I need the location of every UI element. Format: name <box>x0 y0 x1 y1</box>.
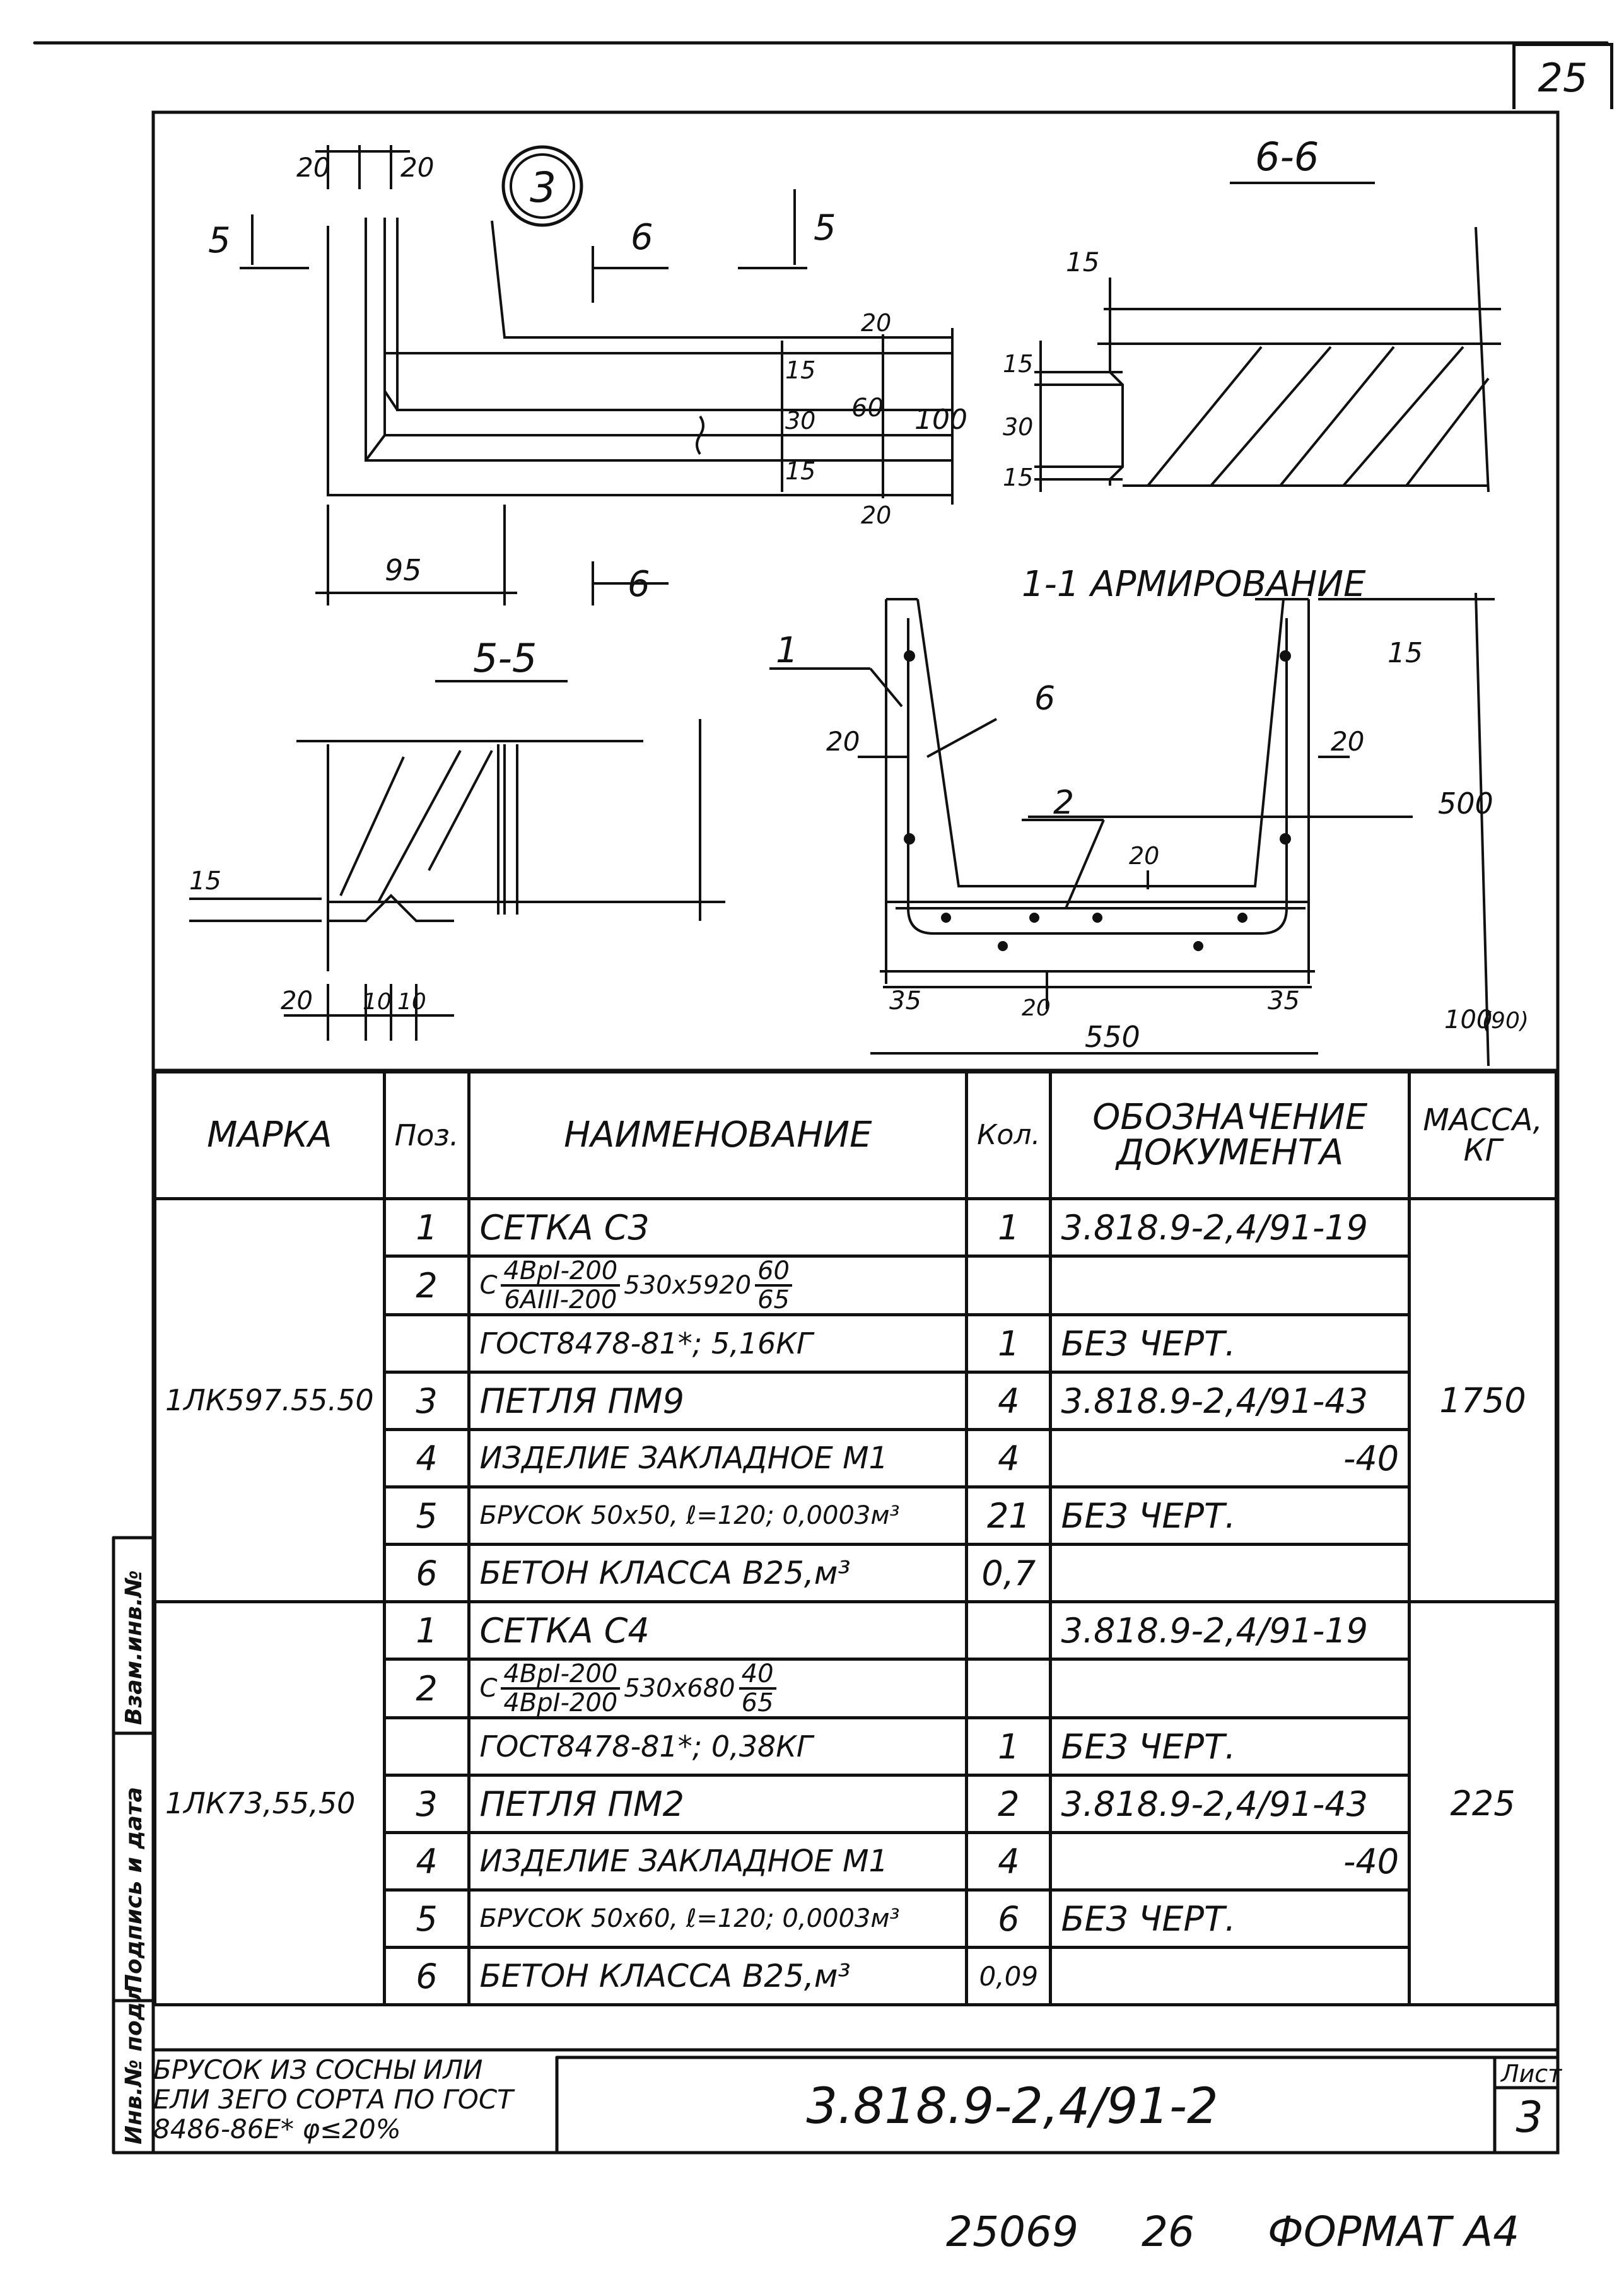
svg-text:35: 35 <box>889 986 921 1015</box>
svg-text:20: 20 <box>826 726 860 757</box>
svg-text:6: 6 <box>628 564 650 605</box>
col-mark-header: МАРКА <box>153 1070 386 1200</box>
table-header-row: МАРКА Поз. НАИМЕНОВАНИЕ Кол. ОБОЗНАЧЕНИЕ… <box>153 1070 1558 1200</box>
section-5-5 <box>189 680 725 1041</box>
table-row: ГОСТ8478-81*; 5,16КГ 1 БЕЗ ЧЕРТ. <box>155 1313 1557 1374</box>
stamp-replace-inv: Взам.инв.№ <box>121 1570 147 1725</box>
svg-text:2: 2 <box>1053 784 1074 822</box>
footer-format: ФОРМАТ А4 <box>1268 2208 1520 2256</box>
col-qty-header: Кол. <box>965 1070 1053 1200</box>
svg-text:20: 20 <box>1129 842 1159 870</box>
table-row: ГОСТ8478-81*; 0,38КГ 1 БЕЗ ЧЕРТ. <box>155 1716 1557 1777</box>
table-row: 5 БРУСОК 50х60, ℓ=120; 0,0003м³ 6 БЕЗ ЧЕ… <box>155 1888 1557 1949</box>
table-row: 5 БРУСОК 50х50, ℓ=120; 0,0003м³ 21 БЕЗ Ч… <box>155 1485 1557 1546</box>
svg-text:30: 30 <box>1003 413 1033 441</box>
sheet-label: Лист <box>1501 2060 1562 2088</box>
svg-text:15: 15 <box>785 457 815 485</box>
section-1-1 <box>769 592 1495 1067</box>
table-row: 6 БЕТОН КЛАССА В25,м³ 0,09 <box>155 1946 1557 2006</box>
drawing-frame <box>151 110 1560 2155</box>
svg-text:20: 20 <box>861 501 891 529</box>
svg-text:20: 20 <box>1331 726 1364 757</box>
svg-text:1: 1 <box>776 630 798 671</box>
mark-cell: 1ЛК73,55,50 <box>153 1600 386 2006</box>
svg-text:30: 30 <box>785 407 815 435</box>
svg-text:20: 20 <box>400 152 434 183</box>
section-1-1-title: 1-1 АРМИРОВАНИЕ <box>1022 564 1366 605</box>
svg-text:35: 35 <box>1268 986 1300 1015</box>
table-row: 1ЛК73,55,50 1 СЕТКА С4 3.818.9-2,4/91-19… <box>153 1600 1558 2006</box>
rebar-dots <box>904 650 1291 951</box>
stamp-sign-date: Подпись и дата <box>121 1787 147 1993</box>
col-mass-header: МАССА, КГ <box>1408 1070 1558 1200</box>
node-3-detail <box>240 145 954 605</box>
svg-text:15: 15 <box>785 356 815 384</box>
svg-text:20: 20 <box>281 986 313 1015</box>
svg-text:60: 60 <box>851 394 884 423</box>
svg-text:20: 20 <box>861 309 891 337</box>
mark-cell: 1ЛК597.55.50 <box>153 1197 386 1603</box>
svg-text:(90): (90) <box>1482 1008 1529 1034</box>
table-row: 1ЛК597.55.50 1 СЕТКА С3 1 3.818.9-2,4/91… <box>153 1197 1558 1603</box>
svg-text:100: 100 <box>1444 1005 1492 1034</box>
svg-text:5: 5 <box>814 208 836 249</box>
section-6-6-title: 6-6 <box>1255 134 1319 180</box>
table-row: 3 ПЕТЛЯ ПМ2 2 3.818.9-2,4/91-43 <box>155 1774 1557 1834</box>
section-5-5-title: 5-5 <box>473 635 537 681</box>
section-6-6 <box>1034 182 1501 493</box>
svg-text:95: 95 <box>385 553 422 587</box>
sheet-number: 3 <box>1516 2093 1543 2143</box>
footer-number-1: 25069 <box>946 2208 1078 2256</box>
footer-number-2: 26 <box>1142 2208 1195 2256</box>
material-note: БРУСОК ИЗ СОСНЫ ИЛИ ЕЛИ 3ЕГО СОРТА ПО ГО… <box>153 2054 513 2145</box>
svg-text:500: 500 <box>1438 787 1493 821</box>
svg-text:10: 10 <box>363 989 392 1015</box>
svg-text:6: 6 <box>631 217 653 258</box>
mass-cell: 225 <box>1408 1600 1558 2006</box>
table-row: 4 ИЗДЕЛИЕ ЗАКЛАДНОЕ М1 4 -40 <box>155 1831 1557 1892</box>
table-row: 4 ИЗДЕЛИЕ ЗАКЛАДНОЕ М1 4 -40 <box>155 1428 1557 1489</box>
svg-text:5: 5 <box>208 220 231 261</box>
svg-text:20: 20 <box>296 152 330 183</box>
svg-text:6: 6 <box>1034 680 1055 718</box>
svg-text:550: 550 <box>1085 1020 1140 1054</box>
col-pos-header: Поз. <box>382 1070 471 1200</box>
svg-text:100: 100 <box>914 404 967 436</box>
svg-text:20: 20 <box>1022 995 1051 1021</box>
col-name-header: НАИМЕНОВАНИЕ <box>467 1070 969 1200</box>
document-code: 3.818.9-2,4/91-2 <box>806 2078 1218 2135</box>
svg-text:15: 15 <box>1387 637 1423 669</box>
svg-text:10: 10 <box>397 989 426 1015</box>
node-circle <box>501 145 583 227</box>
table-row: 3 ПЕТЛЯ ПМ9 4 3.818.9-2,4/91-43 <box>155 1371 1557 1431</box>
svg-text:15: 15 <box>1066 247 1099 278</box>
svg-text:15: 15 <box>189 867 221 896</box>
svg-text:15: 15 <box>1003 464 1033 491</box>
col-doc-header: ОБОЗНАЧЕНИЕ ДОКУМЕНТА <box>1049 1070 1411 1200</box>
node-label: 3 <box>530 163 556 212</box>
mass-cell: 1750 <box>1408 1197 1558 1603</box>
svg-text:15: 15 <box>1003 350 1033 378</box>
table-row: 6 БЕТОН КЛАССА В25,м³ 0,7 <box>155 1543 1557 1603</box>
specification-table: МАРКА Поз. НАИМЕНОВАНИЕ Кол. ОБОЗНАЧЕНИЕ… <box>153 1070 1558 2006</box>
stamp-inv-orig: Инв.№ подл <box>121 1985 147 2144</box>
